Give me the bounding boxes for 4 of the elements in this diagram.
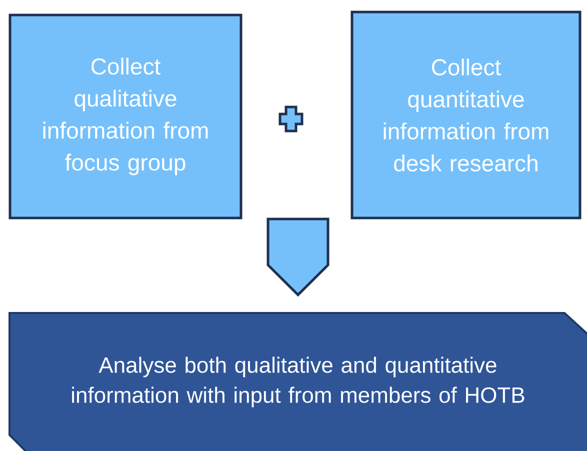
process-box: Analyse both qualitative and quantitative information with input from members of HOTB [8, 312, 587, 451]
process-box: Collect quantitative information from desk research [350, 10, 582, 220]
block-arrow [266, 218, 330, 297]
process-box: Collect qualitative information from focus group [8, 14, 242, 220]
